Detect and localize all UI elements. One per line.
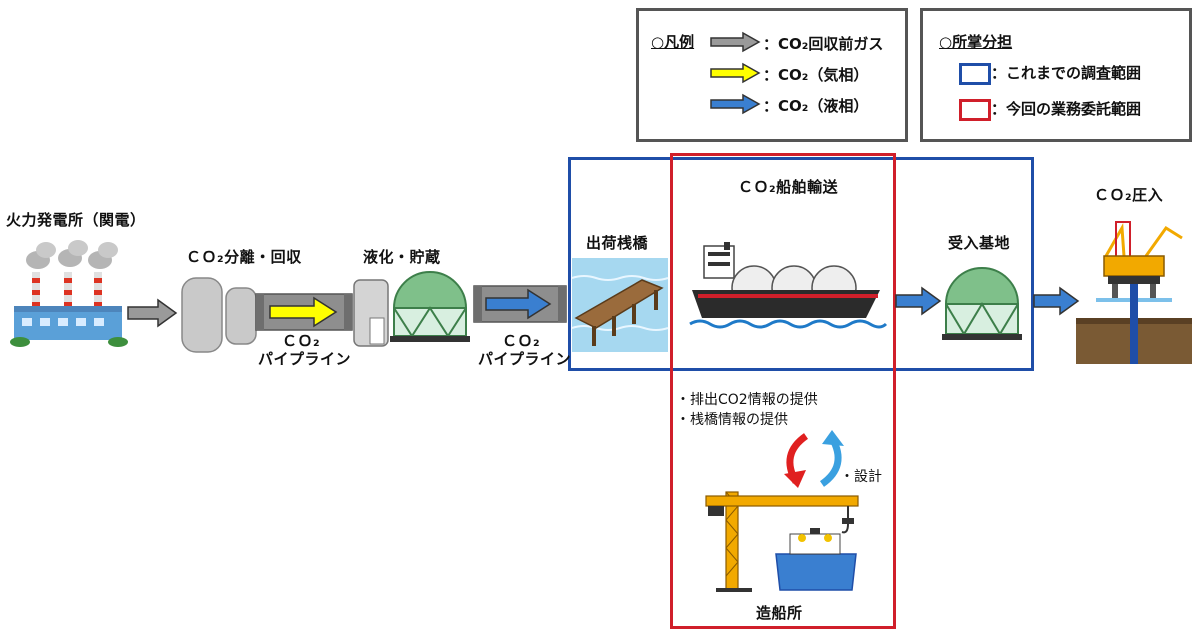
receiving-label: 受入基地 xyxy=(948,234,1011,252)
blue-arrow-icon xyxy=(710,93,761,115)
blue-flow-arrow-2 xyxy=(1033,286,1080,316)
gray-arrow-icon xyxy=(710,31,761,53)
shipping-label: ＣＯ₂船舶輸送 xyxy=(738,178,839,196)
blue-flow-arrow-1 xyxy=(895,286,942,316)
gray-flow-arrow xyxy=(127,298,178,328)
power-plant-label: 火力発電所（関電） xyxy=(6,211,146,229)
red-square-icon xyxy=(959,99,991,121)
scope-item-previous: ：これまでの調査範囲 xyxy=(991,64,1142,82)
receiving-tank-icon xyxy=(942,267,1022,340)
pier-label: 出荷桟橋 xyxy=(586,234,649,252)
emission-info-note: ・排出CO2情報の提供 xyxy=(676,392,818,408)
blue-square-icon xyxy=(959,63,991,85)
pipeline-2-icon xyxy=(473,285,567,323)
legend-title: ○凡例 xyxy=(651,33,695,51)
legend-item-liquid-phase: ：CO₂（液相） xyxy=(763,97,869,115)
power-plant-icon xyxy=(10,240,128,347)
shipyard-crane-icon xyxy=(705,491,859,592)
scope-item-current: ：今回の業務委託範囲 xyxy=(991,100,1142,118)
pier-info-note: ・桟橋情報の提供 xyxy=(676,412,788,428)
pipeline-1-label-co2: ＣＯ₂ xyxy=(282,332,321,350)
injection-label: ＣＯ₂圧入 xyxy=(1094,186,1164,204)
pier-icon xyxy=(571,258,669,352)
lng-ship-icon xyxy=(689,242,888,329)
scope-title: ○所掌分担 xyxy=(939,33,1013,51)
red-curved-arrow-icon xyxy=(784,433,809,488)
separation-label: ＣＯ₂分離・回収 xyxy=(186,248,302,266)
pipeline-2-label-co2: ＣＯ₂ xyxy=(502,332,541,350)
scope-box: ○所掌分担 ：これまでの調査範囲 ：今回の業務委託範囲 xyxy=(920,8,1192,142)
current-scope-frame xyxy=(670,153,896,629)
legend-item-gas: ：CO₂回収前ガス xyxy=(763,35,884,53)
pipeline-1-label-pipeline: パイプライン xyxy=(258,350,352,368)
legend-box: ○凡例 ：CO₂回収前ガス ：CO₂（気相） ：CO₂（液相） xyxy=(636,8,908,142)
pipeline-1-icon xyxy=(255,293,353,331)
pipeline-2-label-pipeline: パイプライン xyxy=(478,350,572,368)
design-note: ・設計 xyxy=(840,469,882,485)
injection-platform-icon xyxy=(1076,221,1192,364)
shipyard-label: 造船所 xyxy=(756,604,803,622)
previous-scope-frame xyxy=(568,157,1034,371)
storage-tank-icon xyxy=(390,271,470,342)
yellow-arrow-icon xyxy=(710,62,761,84)
legend-item-gas-phase: ：CO₂（気相） xyxy=(763,66,869,84)
separation-tower-icon xyxy=(181,277,257,353)
blue-curved-arrow-icon xyxy=(819,430,844,487)
liquefaction-unit-icon xyxy=(353,279,389,347)
liquefaction-label: 液化・貯蔵 xyxy=(363,248,441,266)
